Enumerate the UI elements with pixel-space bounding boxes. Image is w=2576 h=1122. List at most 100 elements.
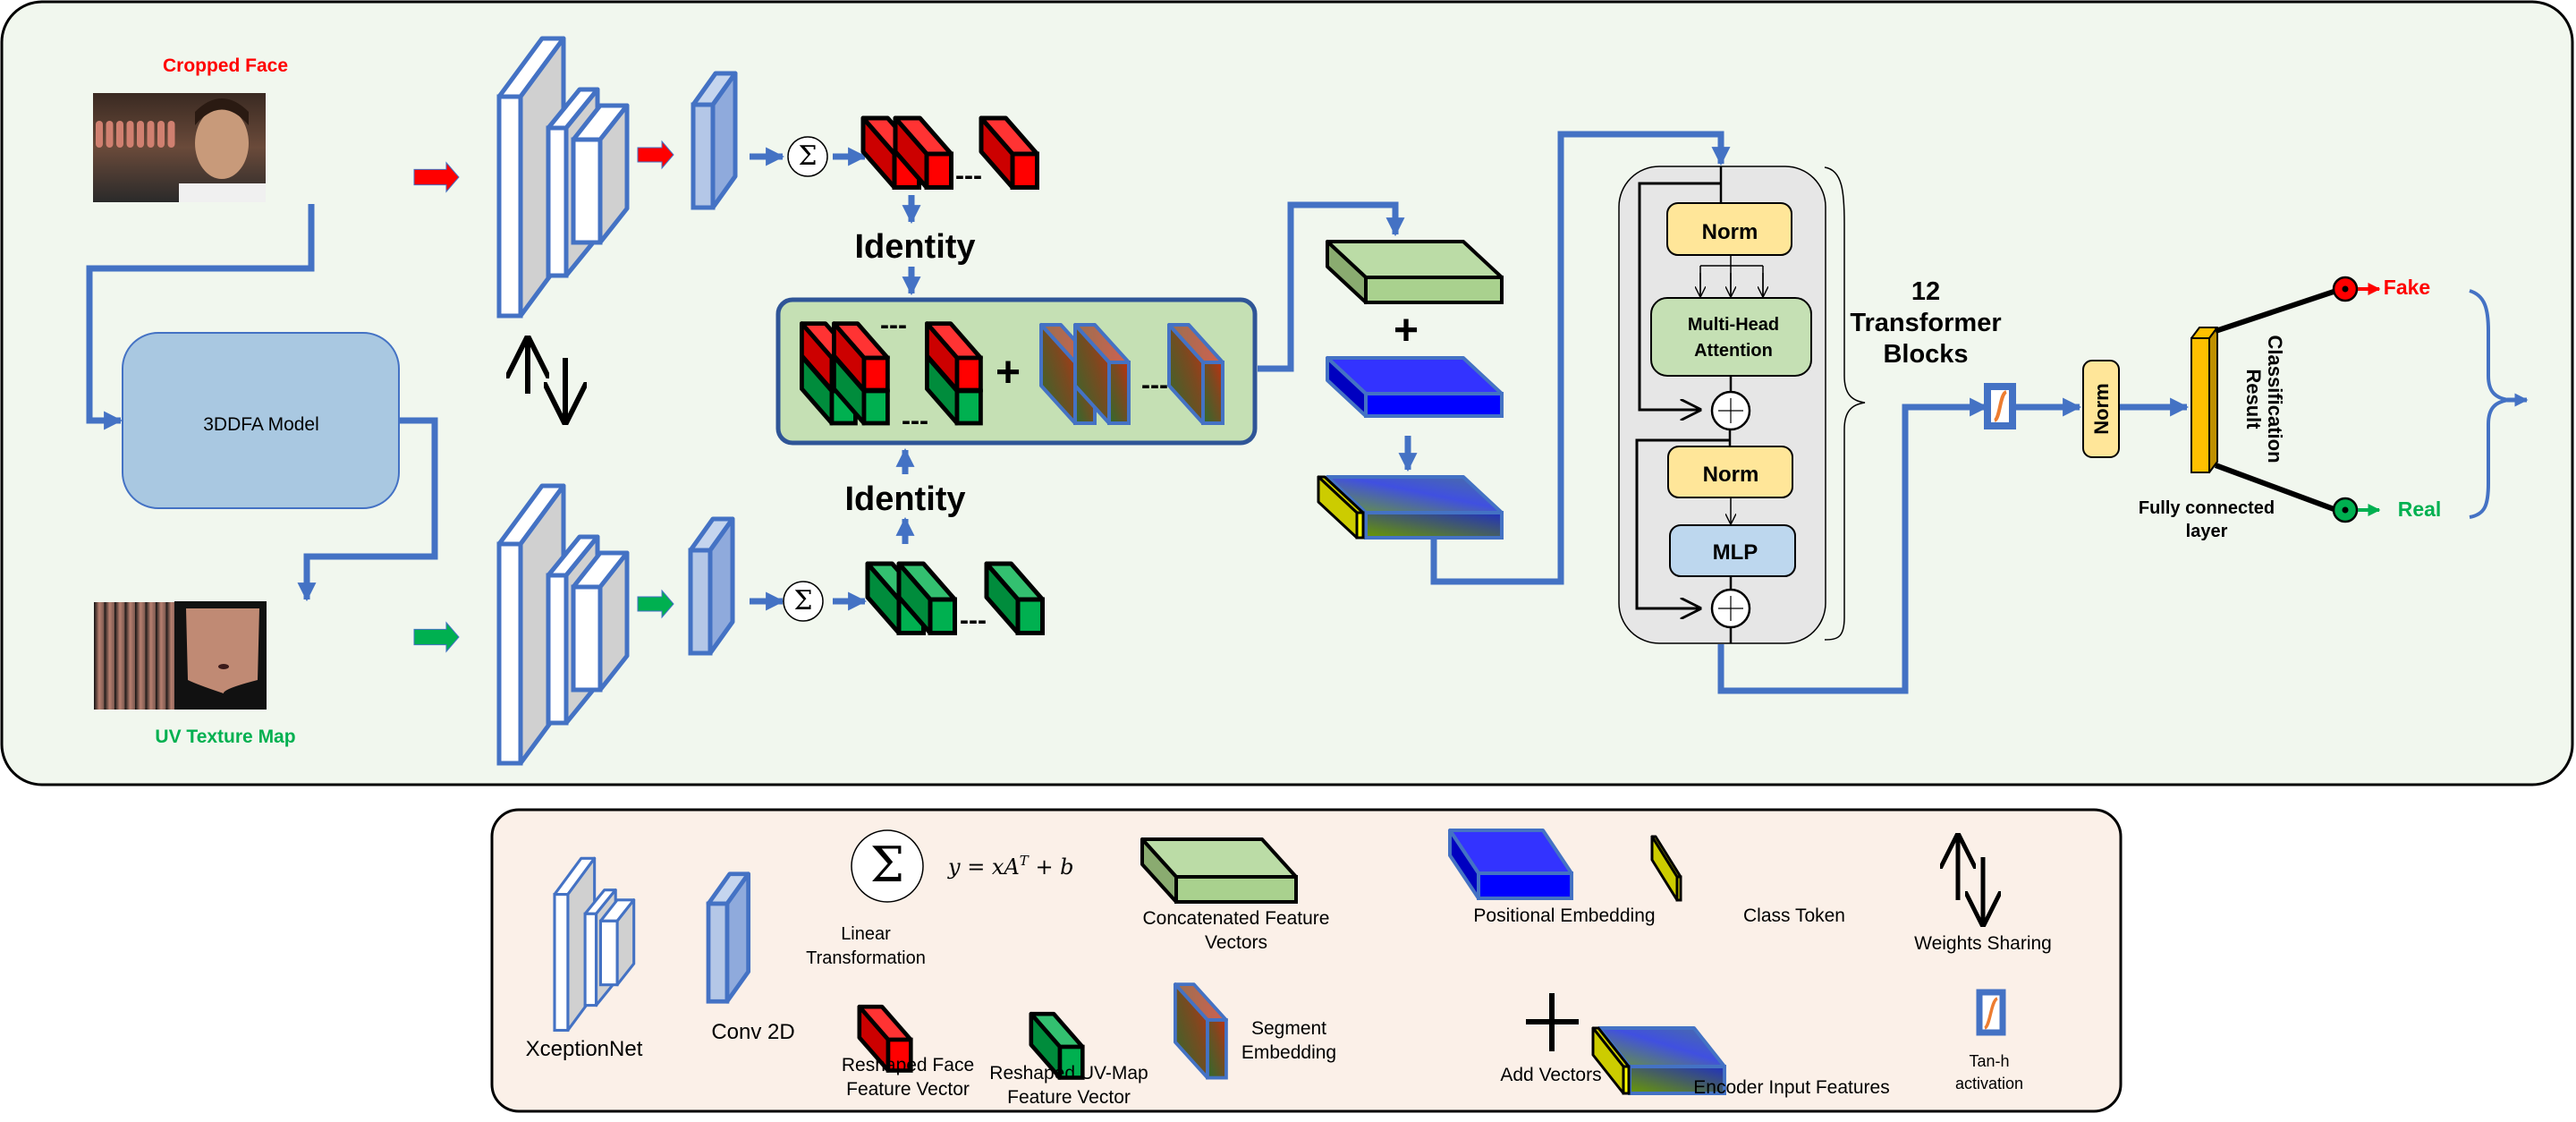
connector-transformer-to-tanh [1717, 397, 1989, 694]
face-frame-ear [167, 121, 175, 148]
concat-uv-ellipsis: --- [902, 406, 928, 436]
red-input-arrow [413, 161, 460, 193]
legend-weights-sharing-label: Weights Sharing [1914, 933, 2052, 954]
legend-encoder-class-token [1591, 1026, 1631, 1095]
concat-face-ellipsis: --- [880, 310, 907, 340]
conv2d-block-top [691, 71, 738, 210]
classification-result-line2: Result [2242, 369, 2265, 429]
legend-linear-formula: y = xAT + b [947, 853, 1074, 880]
face-vector-n-front [1010, 151, 1039, 190]
uv-texture-label: UV Texture Map [155, 727, 295, 747]
legend-xception-icon [553, 856, 636, 1033]
residual-add-1-plus [1718, 398, 1743, 423]
linear-transform-bottom: Σ [783, 581, 824, 622]
connector-3ddfa-to-uv [297, 417, 438, 602]
legend-face-vector-line1: Reshaped Face [842, 1055, 974, 1075]
xception-block-top-slab-3 [571, 103, 630, 245]
face-frame-collar [179, 183, 266, 202]
face-frame-ear [126, 121, 134, 148]
concat-face-vector-2 [832, 321, 890, 393]
segment-ellipsis: --- [1141, 370, 1168, 400]
transformer-brace [1824, 166, 1866, 641]
legend-linear-transform-icon: Σ [851, 829, 924, 903]
linear-transform-top-symbol: Σ [799, 140, 818, 172]
legend-tanh-curve [1983, 997, 1999, 1030]
legend-uv-vector-icon-front [1057, 1044, 1085, 1080]
red-feature-arrow [637, 140, 674, 170]
xception-block-top-slab-1-front [496, 94, 523, 319]
legend-add-vectors-icon [1526, 993, 1579, 1051]
concatenated-features-slab [1326, 240, 1504, 304]
face-frame-ear [147, 121, 155, 148]
concat-token-group [775, 297, 1258, 446]
linear-transform-top: Σ [787, 136, 828, 177]
xception-block-bottom-slab-3-front [571, 584, 603, 693]
legend-tanh-label-line2: activation [1955, 1075, 2023, 1092]
linear-transform-bottom-symbol: Σ [794, 585, 813, 616]
legend-face-vector-line2: Feature Vector [846, 1079, 970, 1100]
legend-linear-label-line1: Linear [841, 924, 891, 944]
face-vector-2 [893, 115, 953, 190]
legend-xception-icon-slab-3 [598, 898, 636, 987]
face-frame-ear [116, 121, 123, 148]
uv-vector-ellipsis: --- [960, 606, 987, 635]
face-frame-ear [137, 121, 144, 148]
legend-segment-line2: Embedding [1241, 1042, 1336, 1063]
legend-linear-transform-icon-symbol: Σ [870, 837, 904, 893]
legend-class-token-icon [1650, 835, 1682, 902]
legend-face-vector-icon-front [886, 1037, 913, 1073]
green-feature-arrow [637, 589, 674, 619]
face-vector-ellipsis: --- [955, 161, 982, 191]
identity-label-top: Identity [854, 228, 975, 266]
positional-embedding-slab [1326, 356, 1504, 418]
head-norm-label: Norm [2090, 383, 2113, 434]
concatenated-features-slab-front [1364, 276, 1504, 304]
concat-face-vector-3 [925, 321, 983, 393]
legend-concat-icon-front [1174, 875, 1298, 904]
face-frame-ear [96, 121, 103, 148]
transformer-blocks-label-line1: Transformer [1850, 309, 2001, 337]
transformer-count-label: 12 [1911, 277, 1940, 306]
class-token-slab-front [1355, 511, 1365, 540]
concat-uv-vector-2-front [861, 388, 890, 426]
uv-frame-mouth [218, 664, 229, 669]
attention-label-line2: Attention [1694, 341, 1773, 361]
real-node-dot [2342, 506, 2349, 514]
segment-embedding-n-front [1201, 361, 1224, 425]
segment-embedding-n [1167, 323, 1224, 425]
legend-xception-icon-slab-3-front [598, 919, 619, 987]
legend-uv-vector-line2: Feature Vector [1007, 1087, 1131, 1108]
legend-linear-label-line2: Transformation [806, 948, 926, 968]
fc-layer-label-line1: Fully connected [2139, 498, 2275, 518]
xception-block-bottom-slab-2-front [546, 573, 569, 726]
norm-label-1: Norm [1702, 220, 1758, 244]
connector-encoder-to-transformer [1430, 131, 1731, 585]
formula-rest: + b [1029, 854, 1074, 880]
positional-embedding-slab-front [1364, 392, 1504, 418]
legend-tanh-label-line1: Tan-h [1969, 1052, 2009, 1070]
skip-connection-1 [1638, 182, 1721, 410]
formula-main: y = xA [947, 854, 1020, 880]
legend-segment-icon-front [1206, 1018, 1228, 1080]
main-panel [0, 0, 2574, 786]
segment-embedding-2 [1073, 323, 1131, 425]
xception-block-top-slab-2-front [546, 125, 569, 278]
formula-superscript: T [1020, 853, 1030, 869]
cropped-face-label: Cropped Face [163, 55, 288, 76]
face-frame-hair [195, 98, 249, 125]
legend-concat-line1: Concatenated Feature [1143, 908, 1330, 929]
connector-face-to-3ddfa [86, 204, 315, 430]
head-norm-box [2082, 360, 2120, 458]
fully-connected-layer-side [2208, 327, 2218, 473]
legend-positional-label: Positional Embedding [1473, 905, 1655, 926]
legend-positional-icon-front [1477, 871, 1573, 900]
uv-vector-2-front [928, 597, 957, 635]
legend-encoder-class-token-front [1622, 1065, 1631, 1095]
legend-class-token-icon-front [1675, 875, 1682, 902]
legend-class-token-label: Class Token [1743, 905, 1845, 926]
fake-output-label: Fake [2384, 276, 2430, 299]
real-output-label: Real [2398, 497, 2442, 521]
fc-to-fake-line [2215, 288, 2337, 334]
classification-result-line1: Classification [2264, 335, 2286, 463]
